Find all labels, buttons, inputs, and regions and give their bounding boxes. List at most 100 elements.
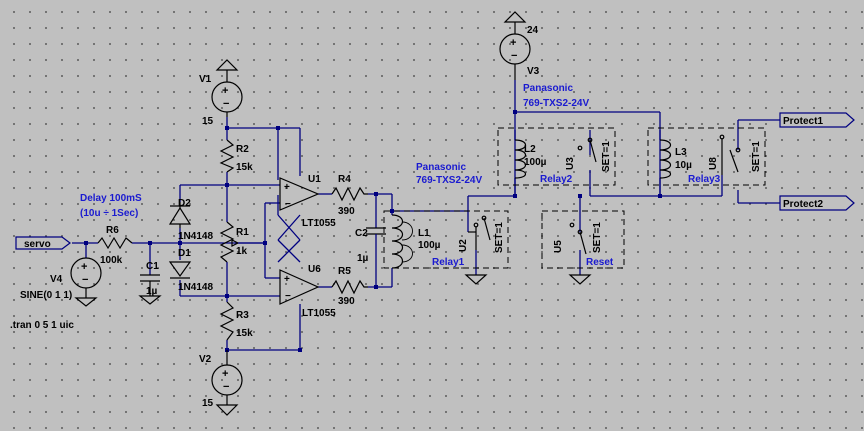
svg-text:+: +: [284, 274, 290, 285]
comment-delay-line1: Delay 100mS: [80, 193, 142, 204]
svg-text:+: +: [222, 85, 228, 97]
net-label-servo: servo: [24, 239, 51, 250]
svg-text:−: −: [82, 274, 88, 286]
comment-maker2: Panasonic: [523, 83, 573, 94]
l2-name: L2: [524, 144, 536, 155]
r4-name: R4: [338, 174, 351, 185]
v3-name: V3: [527, 66, 540, 77]
u6-value: LT1055: [302, 308, 336, 319]
relay-block-outlines: [383, 127, 766, 269]
inductor-l2[interactable]: [514, 139, 527, 179]
u8-value: SET=1: [751, 141, 762, 172]
c1-value: 1µ: [146, 286, 158, 297]
spice-directive: .tran 0 5 1 uic: [10, 320, 74, 331]
u3-value: SET=1: [601, 141, 612, 172]
svg-text:+: +: [222, 368, 228, 380]
u3-name: U3: [565, 157, 576, 170]
l2-value: 100µ: [524, 157, 547, 168]
comment-maker1: Panasonic: [416, 162, 466, 173]
resistor-r1[interactable]: [219, 221, 239, 263]
switch-u5[interactable]: [569, 222, 587, 255]
capacitor-c2[interactable]: [366, 227, 386, 248]
v1-value: 15: [202, 116, 214, 127]
block-label-relay2: Relay2: [540, 174, 573, 185]
l1-value: 100µ: [418, 240, 441, 251]
switch-u2[interactable]: [468, 215, 491, 250]
c2-name: C2: [355, 228, 368, 239]
resistor-r6[interactable]: [97, 236, 133, 250]
switch-u8[interactable]: [719, 134, 741, 175]
r3-value: 15k: [236, 328, 253, 339]
resistor-r2[interactable]: [219, 139, 235, 173]
svg-text:−: −: [285, 291, 291, 302]
resistor-r3[interactable]: [219, 301, 235, 341]
diode-d2[interactable]: [168, 202, 192, 228]
d1-name: D1: [178, 248, 191, 259]
port-flag-protect1[interactable]: [779, 112, 855, 128]
block-label-reset: Reset: [586, 257, 614, 268]
svg-text:−: −: [285, 199, 291, 210]
svg-text:−: −: [223, 381, 229, 393]
r4-value: 390: [338, 206, 355, 217]
r1-value: 1k: [236, 246, 248, 257]
u1-value: LT1055: [302, 218, 336, 229]
v3-value: 24: [527, 25, 539, 36]
port-flag-protect2[interactable]: [779, 195, 855, 211]
u6-name: U6: [308, 264, 321, 275]
u8-name: U8: [708, 157, 719, 170]
voltage-source-v3[interactable]: + −: [499, 11, 531, 80]
wires: [72, 80, 780, 351]
diode-d1[interactable]: [168, 261, 192, 279]
capacitor-c1[interactable]: [138, 274, 162, 305]
resistor-r5[interactable]: [331, 279, 368, 295]
v1-name: V1: [199, 74, 212, 85]
u5-value: SET=1: [592, 222, 603, 253]
u2-name: U2: [458, 239, 469, 252]
r5-name: R5: [338, 266, 351, 277]
l3-value: 10µ: [675, 160, 692, 171]
net-label-protect1: Protect1: [783, 116, 823, 127]
v2-value: 15: [202, 398, 214, 409]
comment-delay-line2: (10u ÷ 1Sec): [80, 208, 138, 219]
switch-u3[interactable]: [577, 137, 597, 163]
v4-name: V4: [50, 274, 63, 285]
r5-value: 390: [338, 296, 355, 307]
block-label-relay3: Relay3: [688, 174, 721, 185]
r2-name: R2: [236, 144, 249, 155]
voltage-source-v1[interactable]: + −: [211, 59, 243, 117]
d1-value: 1N4148: [178, 282, 213, 293]
port-flag-servo[interactable]: [15, 236, 71, 250]
labels: servo Protect1 Protect2 V1 15 V2 15 V3 2…: [10, 25, 823, 409]
r6-value: 100k: [100, 255, 123, 266]
v2-name: V2: [199, 354, 212, 365]
d2-value: 1N4148: [178, 231, 213, 242]
net-label-protect2: Protect2: [783, 199, 823, 210]
block-label-relay1: Relay1: [432, 257, 465, 268]
opamp-u6[interactable]: + −: [279, 269, 320, 305]
svg-text:+: +: [510, 37, 516, 49]
svg-text:+: +: [284, 182, 290, 193]
svg-text:−: −: [511, 50, 517, 62]
l1-name: L1: [418, 228, 430, 239]
svg-text:−: −: [223, 98, 229, 110]
l3-name: L3: [675, 147, 687, 158]
r6-name: R6: [106, 225, 119, 236]
ground-symbols: [464, 274, 592, 285]
u5-name: U5: [553, 240, 564, 253]
u1-name: U1: [308, 174, 321, 185]
inductor-l1[interactable]: [391, 214, 413, 269]
svg-text:+: +: [81, 261, 87, 273]
voltage-source-v2[interactable]: + −: [211, 350, 243, 416]
voltage-source-v4[interactable]: + −: [70, 257, 102, 307]
v4-value: SINE(0 1 1): [20, 290, 72, 301]
r2-value: 15k: [236, 162, 253, 173]
comment-part1: 769-TXS2-24V: [416, 175, 482, 186]
junctions: [84, 110, 662, 352]
d2-name: D2: [178, 198, 191, 209]
resistor-r4[interactable]: [331, 186, 368, 202]
c2-value: 1µ: [357, 253, 369, 264]
inductor-l3[interactable]: [659, 139, 672, 179]
opamp-u1[interactable]: + −: [279, 177, 320, 211]
